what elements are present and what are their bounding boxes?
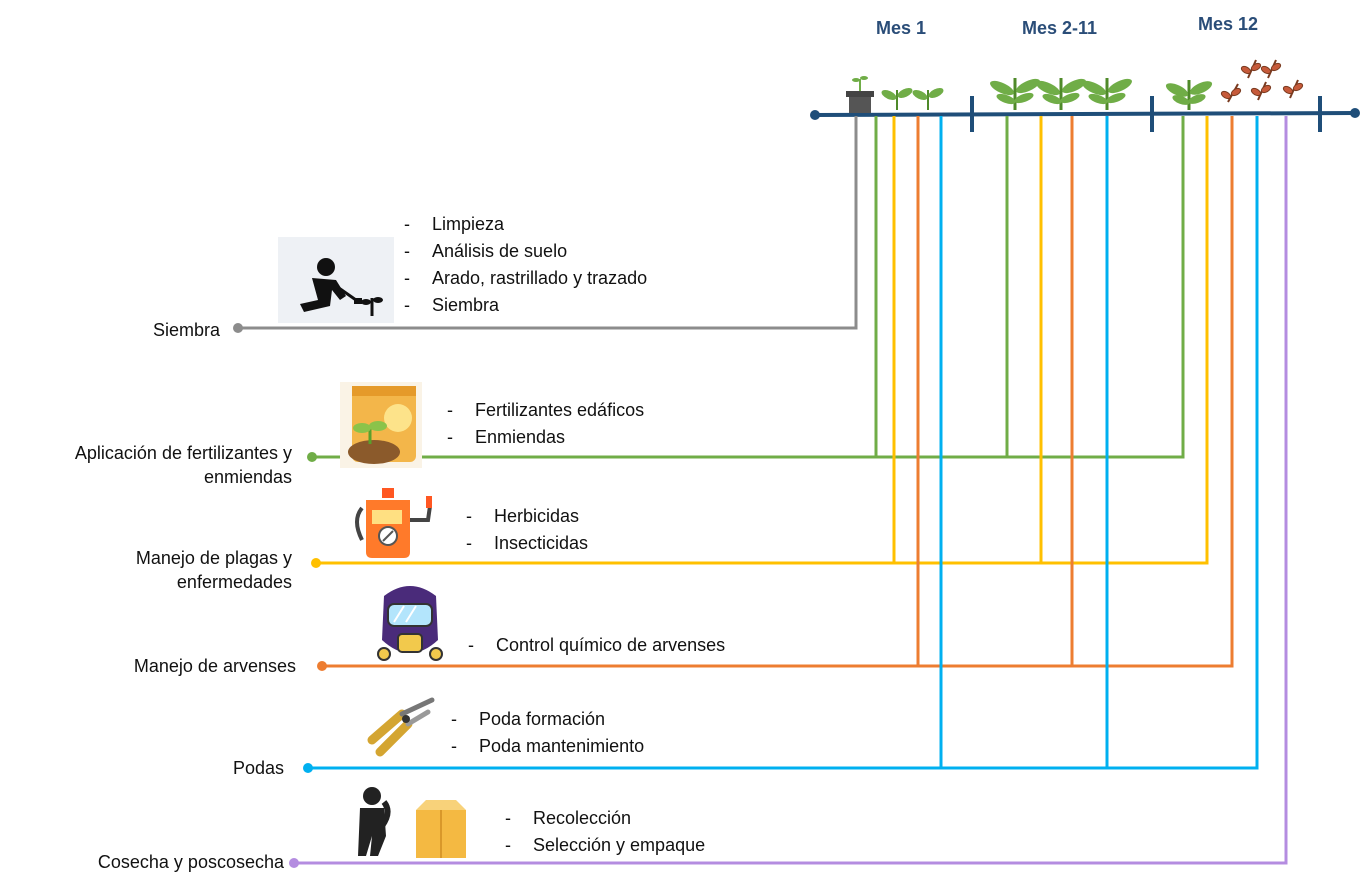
task-item: Análisis de suelo [404,238,647,265]
task-item: Herbicidas [466,503,588,530]
stage-label-podas: Podas [232,758,284,778]
grown-plant-icon [1036,78,1086,110]
axis-line [814,111,1356,117]
grown-plant-icon [1082,78,1132,110]
connector-dot-fertilizantes [307,452,317,462]
connector-dot-podas [303,763,313,773]
stage-connectors [233,116,1288,868]
task-item: Enmiendas [447,424,644,451]
planting-person-icon [278,237,394,323]
task-item: Poda formación [451,706,644,733]
connector-dot-siembra [233,323,243,333]
stage-label-fertilizantes: Aplicación de fertilizantes y enmiendas [74,443,292,487]
harvest-branch-icon [1220,59,1304,103]
task-item: Poda mantenimiento [451,733,644,760]
task-item: Limpieza [404,211,647,238]
connector-dot-arvenses [317,661,327,671]
task-list-podas: Poda formación Poda mantenimiento [451,706,644,760]
pruning-shears-icon [367,697,435,757]
connector-dot-cosecha [289,858,299,868]
task-list-siembra: Limpieza Análisis de suelo Arado, rastri… [404,211,647,319]
grown-plant-icon [1165,80,1213,110]
seedling-pot-icon [846,76,874,113]
timeline-axis [810,96,1360,132]
young-plant-icon [912,88,944,110]
task-item: Control químico de arvenses [468,632,725,659]
connector-dot-plagas [311,558,321,568]
harvest-box-icon [358,787,466,858]
task-item: Siembra [404,292,647,319]
crop-growth-icons [846,59,1304,113]
task-item: Arado, rastrillado y trazado [404,265,647,292]
task-item: Selección y empaque [505,832,705,859]
task-list-arvenses: Control químico de arvenses [468,632,725,659]
task-list-plagas: Herbicidas Insecticidas [466,503,588,557]
sprayer-icon [355,488,432,558]
task-list-cosecha: Recolección Selección y empaque [505,805,705,859]
axis-start-dot [810,110,820,120]
task-item: Insecticidas [466,530,588,557]
stage-label-cosecha: Cosecha y poscosecha [97,852,284,872]
task-item: Fertilizantes edáficos [447,397,644,424]
task-list-fertilizantes: Fertilizantes edáficos Enmiendas [447,397,644,451]
month-header: Mes 2-11 [1022,18,1098,38]
task-item: Recolección [505,805,705,832]
fertilizer-bag-icon [340,382,422,468]
grown-plant-icon [990,78,1040,110]
stage-label-siembra: Siembra [152,320,220,340]
stage-label-arvenses: Manejo de arvenses [133,656,296,676]
stage-label-plagas: Manejo de plagas y enfermedades [135,548,292,592]
month-header: Mes 1 [876,18,927,38]
young-plant-icon [881,88,913,110]
month-header: Mes 12 [1198,14,1259,34]
axis-end-dot [1350,108,1360,118]
gas-mask-icon [377,586,443,661]
